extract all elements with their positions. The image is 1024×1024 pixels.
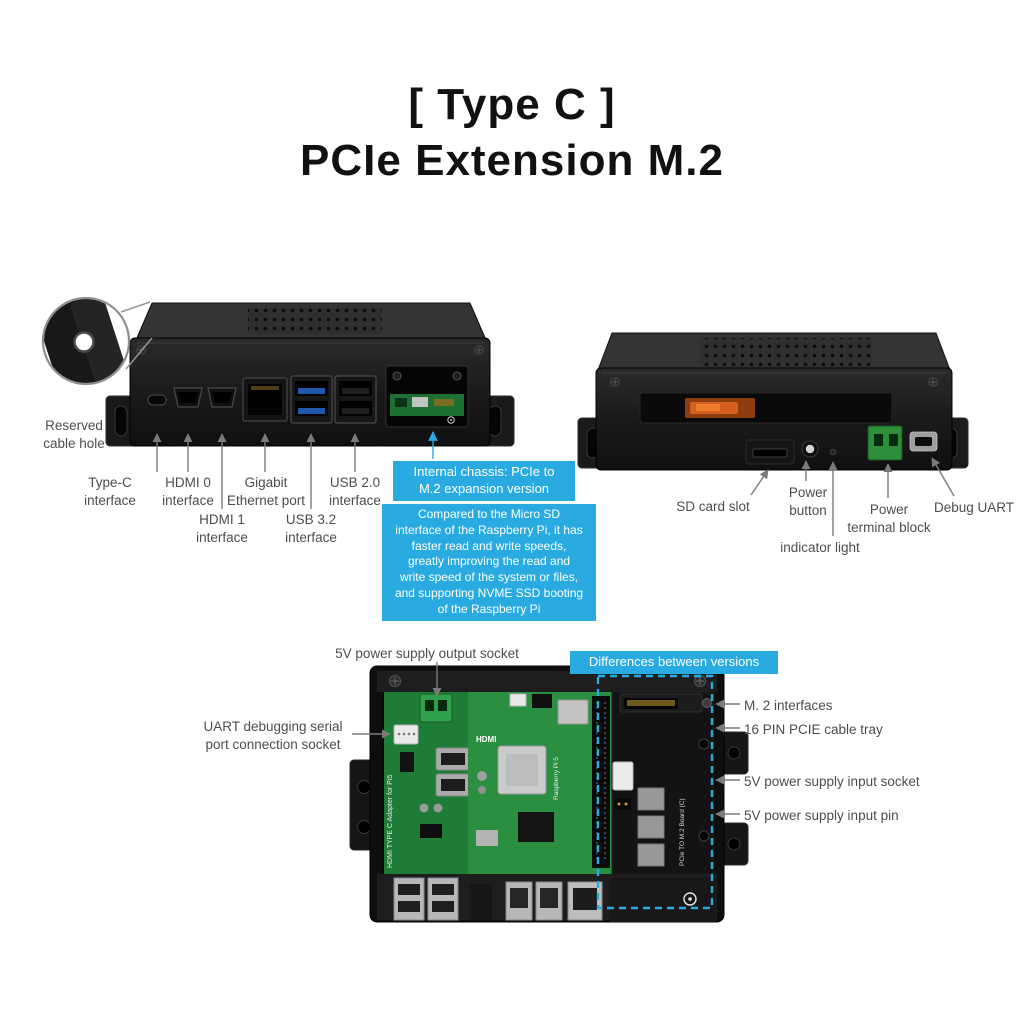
- label-debug-uart: Debug UART: [933, 500, 1015, 515]
- hdmi-silkscreen: HDMI: [476, 735, 496, 744]
- type-c-port: [147, 394, 167, 406]
- indicator-light: [829, 448, 837, 456]
- label-hdmi-0-interface: HDMI 0 interface: [162, 475, 214, 508]
- label-pcie-cable-tray: 16 PIN PCIE cable tray: [744, 722, 883, 737]
- label-uart-socket: UART debugging serial port connection so…: [203, 719, 343, 752]
- label-type-c-interface: Type-C interface: [84, 475, 136, 508]
- power-input-pin: [615, 798, 631, 810]
- pcie-m2-module-bay: [385, 365, 469, 428]
- ethernet-connector: [567, 881, 603, 921]
- usb-connector: [535, 881, 563, 921]
- usb-stack-connector: [393, 877, 425, 921]
- mounting-tab-right-top: [719, 731, 749, 775]
- leader-lines: [152, 431, 955, 819]
- sd-card-slot: [745, 439, 795, 465]
- cable-hole-callout: [41, 296, 153, 386]
- reserved-cable-hole: [73, 331, 95, 353]
- back-view-device: [577, 332, 969, 471]
- panel-screw: [474, 345, 484, 355]
- usb-20-ports: [334, 375, 377, 424]
- m2-board-silkscreen: PCIe TO M.2 Board (C): [679, 798, 686, 866]
- leader-sd-card-slot: [750, 469, 769, 496]
- case-top-wall: [377, 671, 717, 692]
- power-input-socket: [612, 761, 634, 791]
- usb-stack-connector: [427, 877, 459, 921]
- label-power-button: Power button: [788, 485, 828, 518]
- vent-holes: [248, 308, 382, 335]
- gpio-header: [592, 696, 610, 868]
- debug-uart-port: [909, 431, 938, 452]
- power-button: [801, 440, 819, 458]
- mounting-tab-right-bottom: [719, 822, 749, 866]
- power-output-socket: [419, 693, 453, 723]
- chip: [518, 812, 554, 842]
- label-usb-20-interface: USB 2.0 interface: [329, 475, 381, 508]
- vent-holes: [700, 338, 872, 366]
- hdmi-1-port: [207, 387, 237, 408]
- power-terminal-block: [867, 425, 903, 461]
- usb-connector: [505, 881, 533, 921]
- label-differences: Differences between versions: [570, 651, 778, 674]
- label-sd-card-slot: SD card slot: [676, 499, 750, 514]
- label-gigabit-ethernet-port: Gigabit Ethernet port: [226, 475, 306, 508]
- label-power-input-socket: 5V power supply input socket: [744, 774, 920, 789]
- front-view-device: [105, 302, 515, 447]
- label-reserved-cable-hole: Reserved cable hole: [43, 418, 105, 451]
- label-hdmi-1-interface: HDMI 1 interface: [196, 512, 248, 545]
- adapter-board-silkscreen: HDMI TYPE C Adapter for Pi5: [387, 775, 394, 868]
- label-internal-chassis: Internal chassis: PCIe to M.2 expansion …: [393, 461, 575, 501]
- case-screw: [694, 675, 706, 687]
- page-title-line2: PCIe Extension M.2: [300, 136, 724, 185]
- label-power-terminal-block: Power terminal block: [847, 502, 931, 535]
- ethernet-port: [242, 377, 288, 422]
- label-indicator-light: indicator light: [780, 540, 860, 555]
- waveshare-logo-front: [447, 416, 455, 424]
- hdmi-adapter-board: HDMI TYPE C Adapter for Pi5: [384, 692, 471, 874]
- uart-connector: [393, 724, 419, 745]
- leader-debug-uart: [931, 457, 955, 497]
- label-usb-32-interface: USB 3.2 interface: [285, 512, 337, 545]
- hdmi-0-port: [173, 387, 203, 408]
- label-chassis-note: Compared to the Micro SD interface of th…: [382, 504, 596, 621]
- panel-screw: [610, 377, 620, 387]
- page-title-line1: [ Type C ]: [408, 80, 616, 129]
- label-m2-interfaces: M. 2 interfaces: [744, 698, 833, 713]
- label-power-input-pin: 5V power supply input pin: [744, 808, 899, 823]
- pi-board-silkscreen: Raspberry Pi 5: [553, 757, 560, 800]
- label-power-output-socket: 5V power supply output socket: [335, 646, 519, 661]
- usb-32-ports: [290, 375, 333, 424]
- panel-recess: [639, 392, 893, 424]
- differences-highlight-region: [596, 674, 714, 910]
- panel-screw: [928, 377, 938, 387]
- m2-adapter-board: PCIe TO M.2 Board (C): [611, 691, 715, 875]
- m2-interface-slot: [619, 693, 712, 713]
- case-bottom-wall: [377, 874, 717, 922]
- waveshare-logo: [683, 892, 697, 906]
- case-screw: [389, 675, 401, 687]
- raspberry-pi-board: HDMI Raspberry Pi 5: [468, 692, 612, 874]
- internal-view-device: HDMI TYPE C Adapter for Pi5 HDMI Raspber…: [349, 665, 749, 923]
